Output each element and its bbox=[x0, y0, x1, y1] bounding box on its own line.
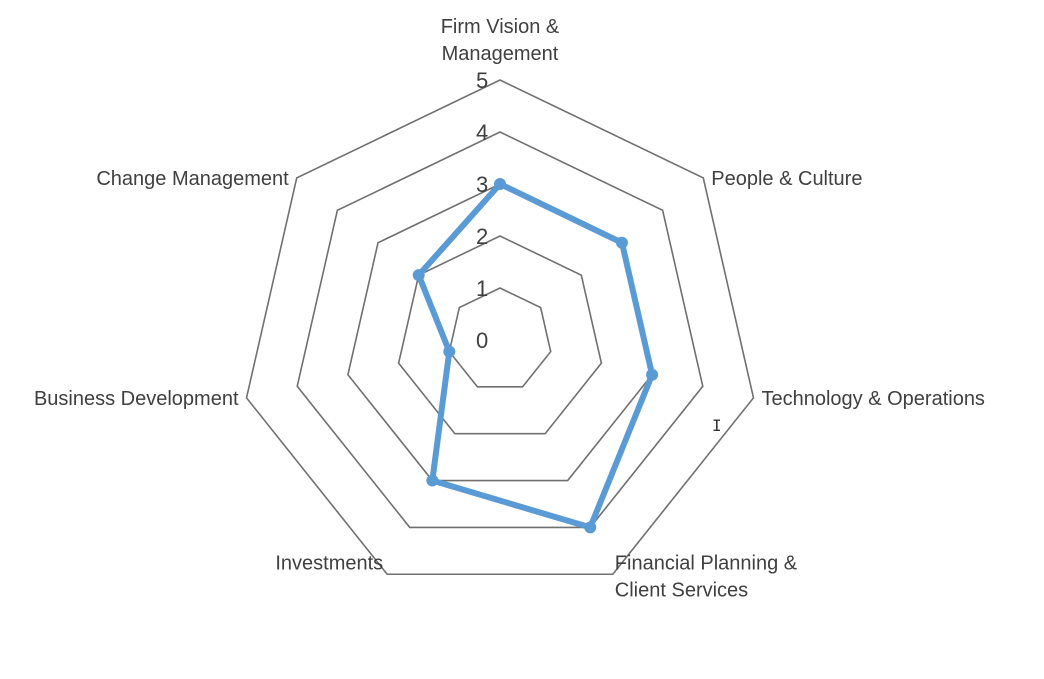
tick-label-3: 3 bbox=[476, 172, 488, 197]
category-label-4: Investments bbox=[275, 552, 383, 574]
category-label-line: Investments bbox=[275, 552, 383, 574]
category-label-line: Financial Planning & bbox=[615, 552, 798, 574]
tick-label-0: 0 bbox=[476, 328, 488, 353]
category-label-line: Change Management bbox=[96, 168, 289, 190]
data-point-0 bbox=[494, 178, 506, 190]
category-label-line: Firm Vision & bbox=[441, 16, 560, 38]
data-point-6 bbox=[412, 269, 425, 282]
category-label-line: Technology & Operations bbox=[761, 388, 984, 410]
category-label-0: Firm Vision & Management bbox=[441, 16, 560, 65]
tick-label-1: 1 bbox=[476, 276, 488, 301]
category-label-2: Technology & Operations bbox=[761, 388, 984, 410]
category-label-line: Business Development bbox=[34, 388, 239, 410]
tick-label-layer: 0 1 2 3 4 5 bbox=[476, 68, 488, 353]
data-point-1 bbox=[615, 236, 628, 249]
series-line-0 bbox=[415, 181, 656, 531]
category-label-6: Change Management bbox=[96, 168, 289, 190]
tick-label-5: 5 bbox=[476, 68, 488, 93]
grid-ring-5 bbox=[245, 79, 755, 576]
grid-ring-1 bbox=[448, 287, 552, 388]
tick-label-4: 4 bbox=[476, 120, 488, 145]
data-point-5 bbox=[443, 345, 456, 358]
category-label-3: Financial Planning & Client Services bbox=[615, 552, 798, 601]
grid-ring-4 bbox=[296, 131, 704, 529]
tick-label-2: 2 bbox=[476, 224, 488, 249]
data-point-2 bbox=[646, 368, 659, 381]
grid-ring-3 bbox=[347, 183, 653, 482]
category-label-5: Business Development bbox=[34, 388, 239, 410]
data-point-4 bbox=[426, 474, 439, 487]
text-cursor-icon: I bbox=[712, 416, 722, 435]
data-point-3 bbox=[584, 521, 597, 534]
category-label-line: People & Culture bbox=[711, 168, 862, 190]
category-label-line: Client Services bbox=[615, 579, 748, 601]
category-label-line: Management bbox=[442, 43, 559, 65]
grid-ring-2 bbox=[397, 235, 603, 435]
category-label-1: People & Culture bbox=[711, 168, 862, 190]
series-layer bbox=[412, 178, 659, 534]
